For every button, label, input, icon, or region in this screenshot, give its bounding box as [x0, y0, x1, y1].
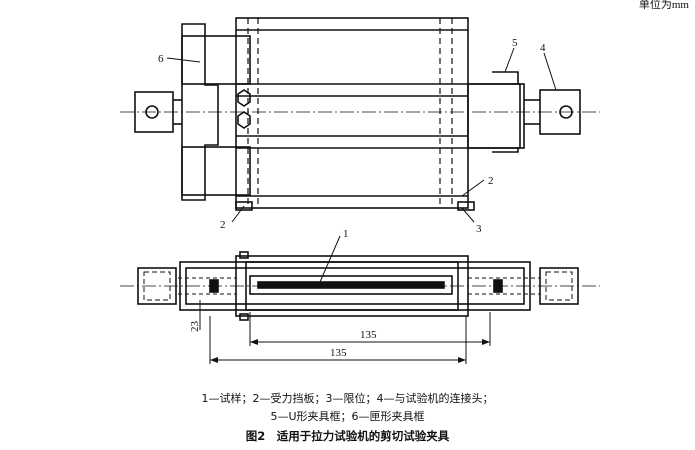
limit-block-3	[235, 201, 253, 211]
dim-23: 23	[189, 321, 201, 333]
legend-line-1: 1—试样；2—受力挡板；3—限位；4—与试验机的连接头；	[201, 392, 494, 405]
callout-1: 1	[343, 228, 349, 240]
callout-2-left: 2	[220, 219, 226, 231]
callout-2-right: 2	[488, 175, 494, 187]
u-frame-5	[492, 71, 521, 153]
unit-note: 单位为mm	[638, 0, 689, 11]
legend-line-2: 5—U形夹具框；6—匣形夹具框	[270, 410, 425, 423]
box-frame-6	[181, 23, 219, 201]
callout-5: 5	[512, 37, 518, 49]
callout-6: 6	[158, 53, 164, 65]
callout-3: 3	[476, 223, 482, 235]
callout-4: 4	[540, 42, 546, 54]
dim-outer-135: 135	[330, 347, 347, 359]
top-view-frame	[235, 17, 469, 209]
specimen-1	[257, 281, 445, 289]
dim-inner-135: 135	[360, 329, 377, 341]
figure-caption: 图2 适用于拉力试验机的剪切试验夹具	[245, 429, 450, 443]
hex-bolt	[237, 89, 251, 107]
